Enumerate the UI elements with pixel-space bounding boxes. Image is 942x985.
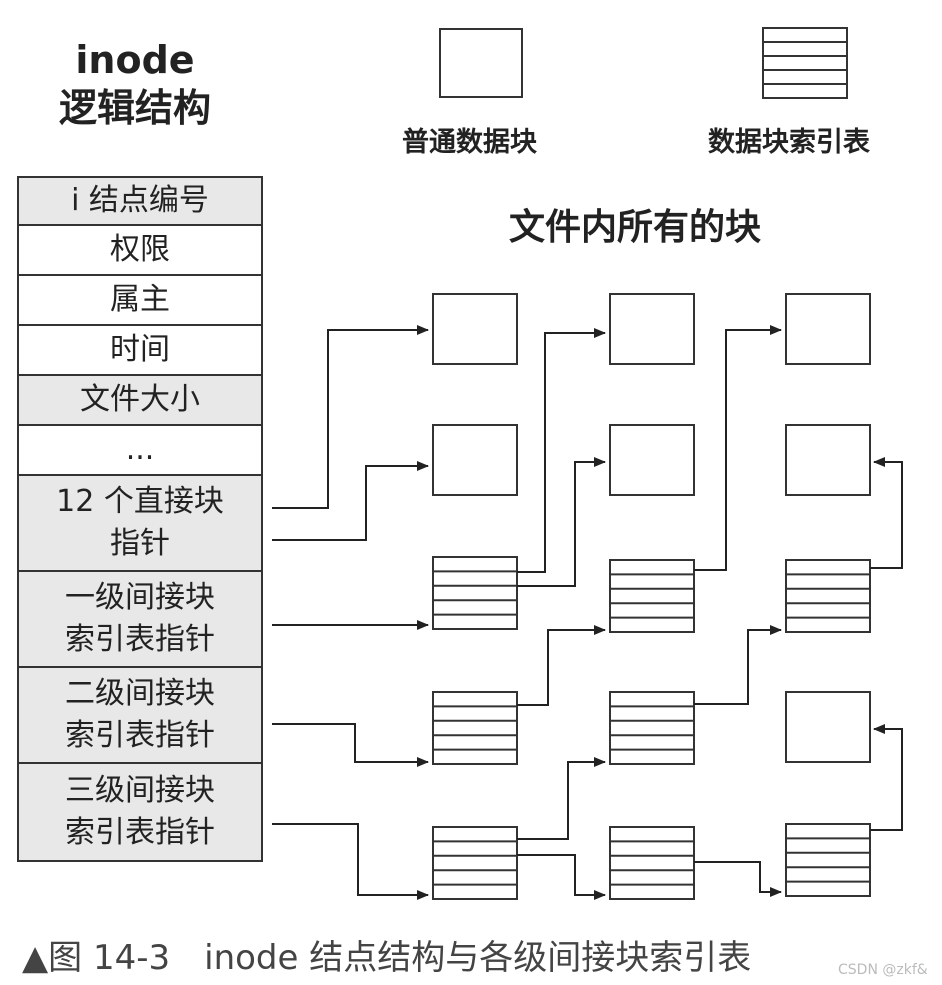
pointer-arrow [517,328,606,573]
legend-normal-block-label: 普通数据块 [402,127,537,158]
pointer-arrow [870,457,903,569]
inode-field-row: i 结点编号 [19,178,261,226]
inode-subtitle: 逻辑结构 [58,86,211,130]
inode-field-line: 属主 [110,282,170,317]
pointer-arrow [517,625,606,706]
inode-field-text: 属主 [110,279,170,321]
inode-field-text: i 结点编号 [71,180,209,222]
legend-normal-block-swatch [439,28,523,98]
inode-field-text: 文件大小 [80,379,200,421]
legend-index-block-icon [762,27,848,99]
inode-field-row: ... [19,426,261,476]
inode-field-text: 三级间接块索引表指针 [65,770,215,854]
index-block [432,556,518,630]
inode-field-text: 一级间接块索引表指针 [65,577,215,661]
inode-field-line: 权限 [110,232,170,267]
inode-field-text: 12 个直接块指针 [56,481,224,565]
inode-field-line: 二级间接块 [65,676,215,711]
pointer-arrows [272,325,903,900]
inode-field-line: 索引表指针 [65,622,215,657]
pointer-arrow [272,325,429,509]
inode-field-row: 二级间接块索引表指针 [19,668,261,764]
files-title: 文件内所有的块 [508,207,761,248]
legend-index-block-label: 数据块索引表 [708,127,870,158]
data-blocks [432,293,871,900]
inode-field-line: 时间 [110,332,170,367]
inode-field-line: 索引表指针 [65,718,215,753]
pointer-arrow [517,854,606,900]
data-block [609,293,695,365]
inode-field-line: i 结点编号 [71,183,209,218]
index-block [432,691,518,765]
pointer-arrow [272,723,429,767]
index-block [432,826,518,900]
data-block [785,691,871,763]
data-block [785,293,871,365]
pointer-arrow [517,757,606,840]
inode-structure-table: i 结点编号权限属主时间文件大小...12 个直接块指针一级间接块索引表指针二级… [17,176,263,862]
index-block [609,691,695,765]
inode-field-row: 12 个直接块指针 [19,476,261,572]
data-block [785,424,871,496]
watermark: CSDN @zkf& [838,962,928,978]
index-block [785,559,871,633]
index-block [785,823,871,897]
inode-field-row: 时间 [19,326,261,376]
inode-field-line: 一级间接块 [65,580,215,615]
pointer-arrow [694,861,782,897]
inode-field-line: 指针 [110,526,170,561]
pointer-arrow [694,625,782,705]
inode-field-row: 文件大小 [19,376,261,426]
inode-field-text: ... [126,429,155,471]
pointer-arrow [694,325,782,571]
inode-field-text: 权限 [110,229,170,271]
inode-field-line: 12 个直接块 [56,484,224,519]
legend-index-block-swatch [762,27,848,99]
pointer-arrow [517,457,606,587]
data-block [609,424,695,496]
data-block [432,293,518,365]
inode-field-row: 三级间接块索引表指针 [19,764,261,860]
inode-field-line: 文件大小 [80,382,200,417]
pointer-arrow [272,461,429,541]
inode-field-text: 二级间接块索引表指针 [65,673,215,757]
pointer-arrow [272,823,429,900]
index-block [609,559,695,633]
inode-field-row: 属主 [19,276,261,326]
inode-title: inode [75,38,195,82]
inode-field-text: 时间 [110,329,170,371]
data-block [432,424,518,496]
index-block [609,826,695,900]
inode-field-line: 三级间接块 [65,773,215,808]
pointer-arrow [870,724,903,831]
inode-field-row: 权限 [19,226,261,276]
inode-field-row: 一级间接块索引表指针 [19,572,261,668]
figure-caption: ▲图 14-3 inode 结点结构与各级间接块索引表 [22,938,752,978]
inode-field-line: ... [125,432,155,467]
inode-field-line: 索引表指针 [65,815,215,850]
